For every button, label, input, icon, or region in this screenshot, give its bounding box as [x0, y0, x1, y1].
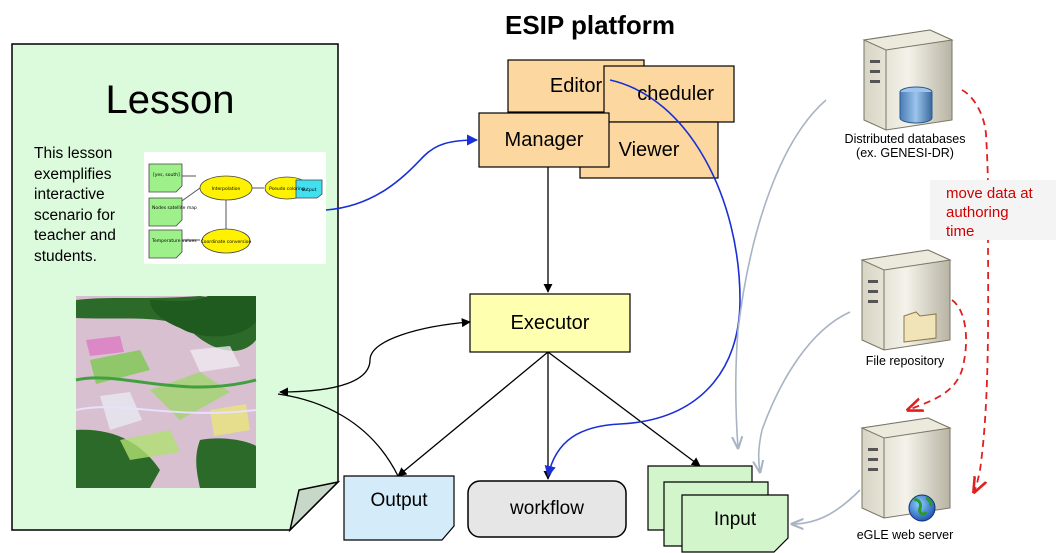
distributed-databases-line2: (ex. GENESI-DR) [856, 146, 954, 160]
database-server-icon [862, 29, 954, 131]
output-label: Output [370, 490, 428, 511]
viewer-label: Viewer [618, 138, 680, 161]
repository-to-egle-arrow [908, 299, 967, 410]
note-line: authoring [946, 204, 1009, 221]
workflow-box[interactable] [467, 480, 627, 538]
move-data-note: move data at authoring time [946, 184, 1056, 241]
lesson-text-line: teacher and [34, 227, 116, 244]
lesson-text-line: students. [34, 247, 97, 265]
egle-to-input-arrow [792, 489, 861, 524]
lesson-text-line: This lesson [34, 145, 113, 162]
manager-box[interactable] [478, 112, 610, 168]
distributed-databases-label: Distributed databases (ex. GENESI-DR) [810, 132, 1000, 160]
mini-label-n6: Pseudo coloring [269, 186, 305, 192]
manager-label: Manager [504, 128, 584, 151]
lesson-text-line: interactive [34, 186, 105, 203]
databases-to-input-arrow [736, 99, 827, 448]
input-box[interactable] [681, 494, 789, 553]
mini-node-n3 [148, 229, 183, 259]
input-label: Input [713, 509, 757, 530]
distributed-databases-line1: Distributed databases [844, 132, 966, 146]
file-repository-label: File repository [865, 354, 945, 368]
output-box[interactable] [343, 475, 455, 541]
workflow-label: workflow [510, 498, 584, 519]
executor-label: Executor [510, 311, 590, 334]
egle-web-server-label: eGLE web server [856, 528, 954, 542]
editor-to-workflow-arrow [544, 79, 741, 478]
mini-node-n5 [201, 228, 251, 254]
mini-label-n4: Interpolation [212, 186, 241, 192]
note-background [930, 180, 1056, 240]
scheduler-label: Scheduler [623, 82, 715, 105]
executor-to-input-arrow [547, 351, 701, 467]
mini-node-n7 [295, 179, 323, 199]
lesson-to-manager-arrow [325, 134, 479, 211]
mini-node-n1 [148, 163, 183, 193]
web-server-icon [860, 417, 952, 522]
editor-label: Editor [549, 74, 603, 97]
lesson-text-line: exemplifies [34, 165, 112, 183]
mini-label-n1: [yes, south] [153, 172, 180, 178]
move-data-arrow-top [961, 89, 989, 201]
output-to-lesson-arrow [277, 393, 399, 477]
mini-label-n2: Nodes satellite map [152, 205, 197, 211]
mini-workflow-image: [yes, south] Nodes satellite map Tempera… [144, 152, 326, 264]
executor-to-output-arrow [397, 351, 549, 477]
executor-lesson-arrow [279, 318, 471, 397]
mini-node-n2 [148, 197, 183, 227]
lesson-heading: Lesson [105, 77, 235, 122]
mini-label-n7: output [302, 187, 317, 193]
move-data-arrow-bottom [974, 235, 990, 492]
mini-label-n3: Temperature values [151, 238, 197, 244]
satellite-map-image [75, 296, 257, 488]
note-line: time [946, 223, 975, 240]
file-repository-server-icon [860, 249, 952, 351]
lesson-text-line: scenario for [34, 206, 115, 224]
note-line: move data at [946, 185, 1033, 202]
executor-box[interactable] [469, 293, 631, 353]
repository-to-input-arrow [759, 311, 851, 472]
mini-node-n4 [199, 175, 253, 201]
lesson-description: This lesson exemplifies interactive scen… [34, 144, 146, 267]
mini-label-n5: Coordinate conversion [201, 239, 252, 245]
page-title: ESIP platform [504, 9, 675, 40]
